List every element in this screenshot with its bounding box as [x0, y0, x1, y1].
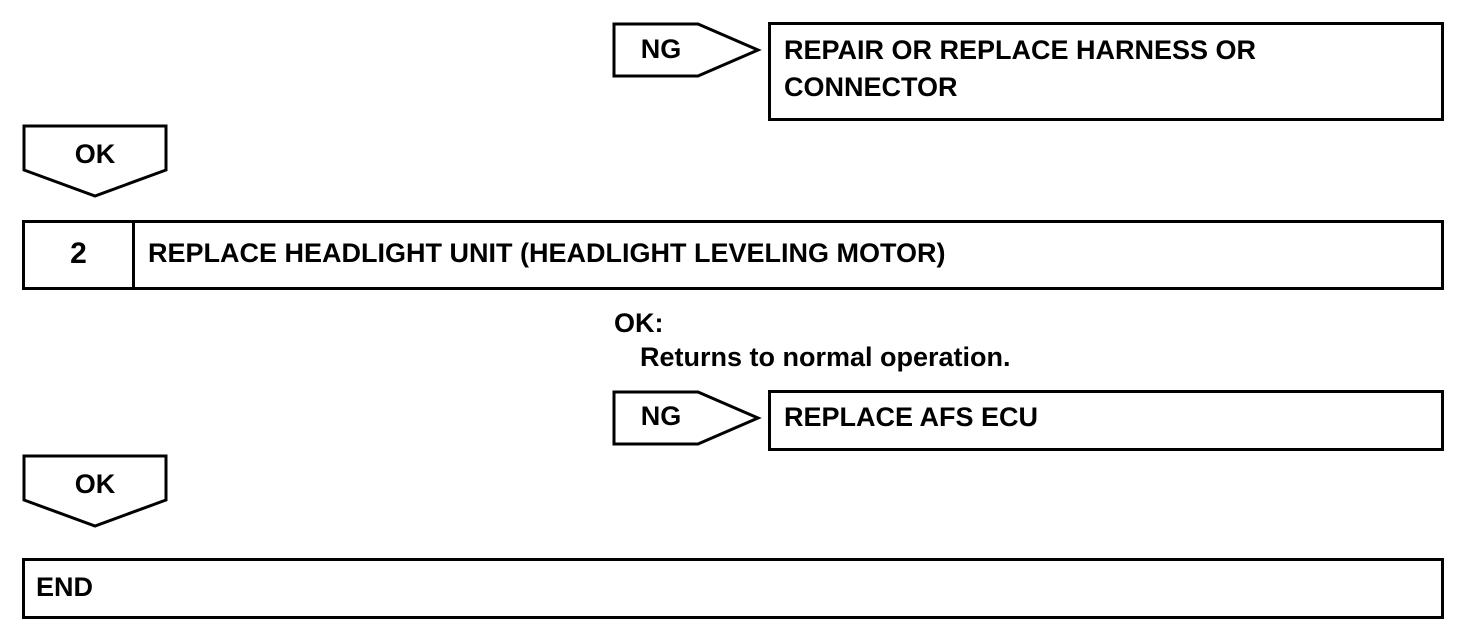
step-2-box [22, 220, 1444, 290]
end-box [22, 558, 1444, 619]
repair-harness-line-2: CONNECTOR [784, 72, 958, 102]
ok-arrow-2-label: OK [74, 469, 116, 499]
ng-arrow-2-label: NG [640, 401, 682, 431]
repair-harness-line-1: REPAIR OR REPLACE HARNESS OR [784, 35, 1257, 65]
criteria-text: Returns to normal operation. [640, 342, 1011, 372]
replace-afs-ecu-box [768, 390, 1444, 451]
criteria-label: OK: [614, 308, 664, 338]
replace-afs-ecu-text: REPLACE AFS ECU [784, 402, 1039, 432]
ok-arrow-1-label: OK [74, 139, 116, 169]
ng-arrow-2 [612, 390, 762, 446]
repair-harness-box [768, 22, 1444, 121]
end-text: END [36, 572, 94, 602]
ng-arrow-1 [612, 22, 762, 78]
step-2-number: 2 [70, 237, 87, 270]
ok-arrow-2 [22, 454, 168, 528]
step-2-title: REPLACE HEADLIGHT UNIT (HEADLIGHT LEVELI… [148, 238, 946, 268]
ok-arrow-1 [22, 124, 168, 198]
step-2-number-cell [22, 220, 135, 290]
ng-arrow-1-label: NG [640, 34, 682, 64]
